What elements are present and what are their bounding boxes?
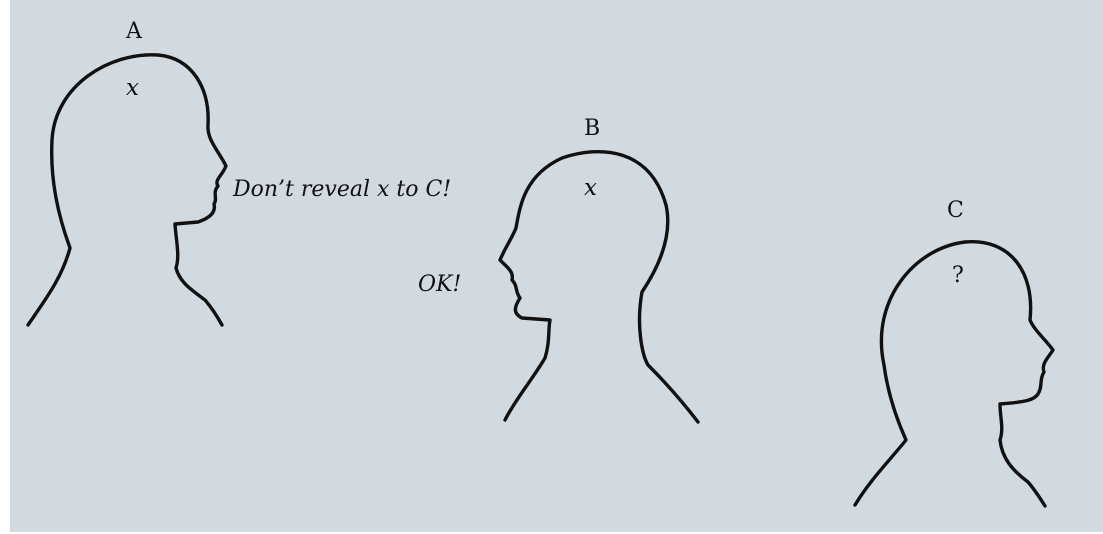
person-knowledge-a: x [126, 77, 139, 100]
speech-b-reply: OK! [418, 274, 461, 296]
person-label-a: A [126, 21, 142, 43]
person-label-c: C [947, 200, 964, 222]
person-knowledge-c: ? [952, 265, 964, 287]
speech-a-to-b: Don’t reveal x to C! [233, 179, 451, 201]
person-label-b: B [584, 118, 600, 140]
head-silhouette-b [500, 152, 698, 422]
person-knowledge-b: x [584, 177, 597, 200]
